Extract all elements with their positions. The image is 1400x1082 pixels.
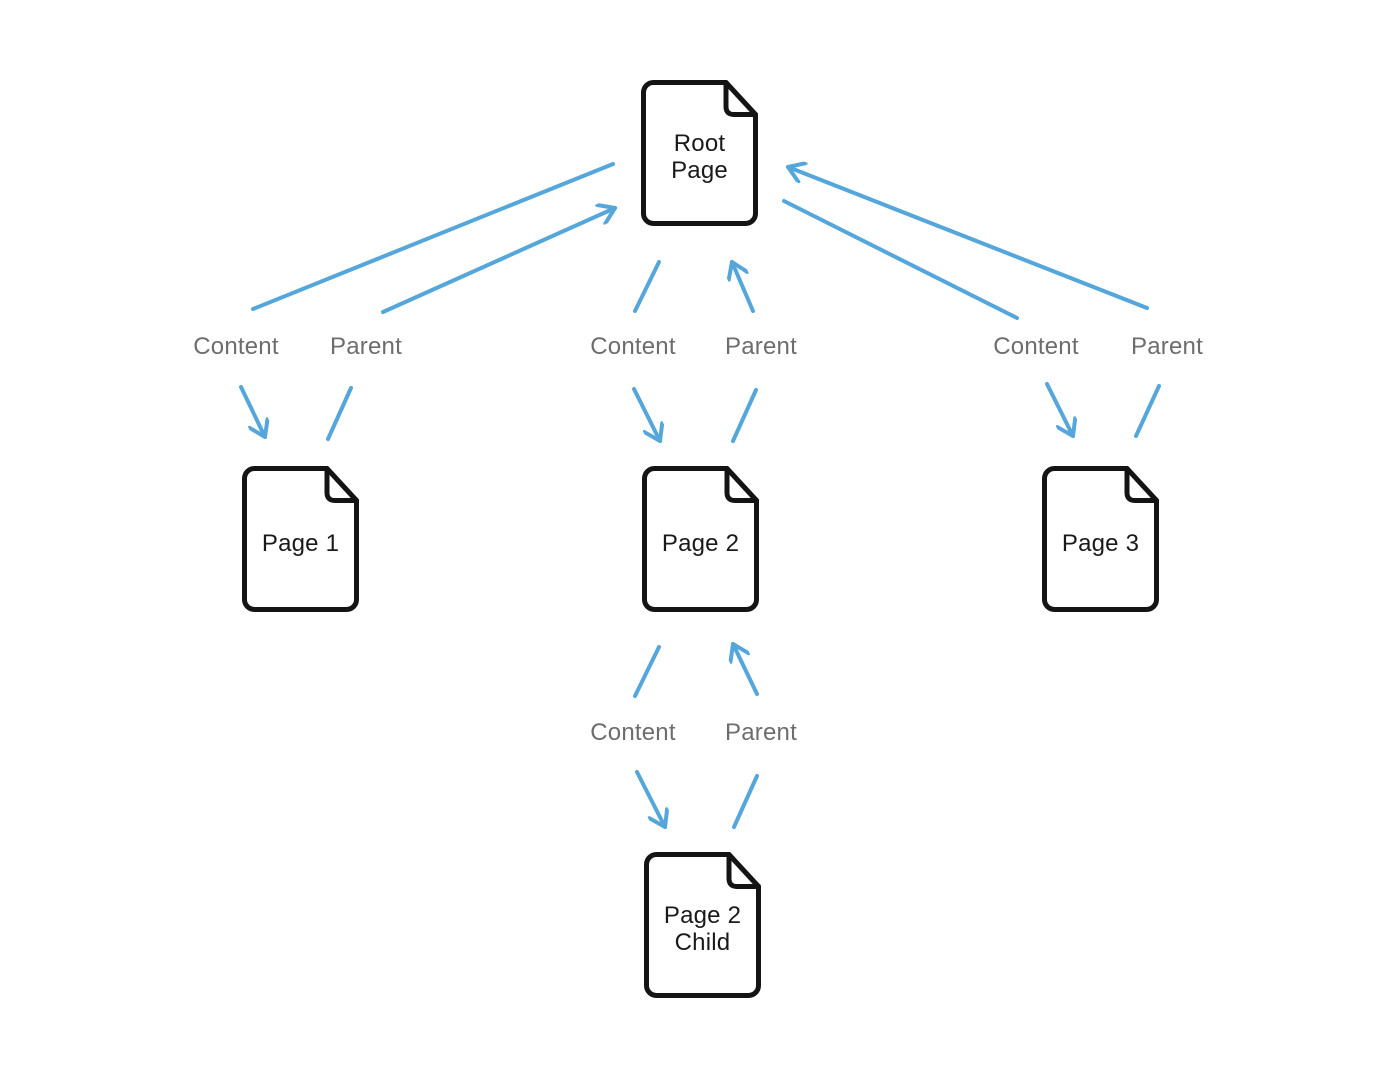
edge-line-content-root-to-page-3-b	[1045, 382, 1073, 438]
edge-label-content-root-to-page-2: Content	[590, 333, 676, 360]
edge-label-content-page-2-to-child: Content	[590, 719, 676, 746]
node-label: Page 1	[242, 466, 359, 612]
edge-line-content-root-to-page-3-a	[782, 199, 1019, 320]
node-label-line: Root	[673, 130, 726, 157]
edge-label-content-root-to-page-1: Content	[193, 333, 279, 360]
edge-line-content-page-2-to-child-b	[635, 770, 665, 829]
edge-line-parent-page-1-to-root-b	[381, 208, 617, 314]
edge-line-content-root-to-page-2-b	[632, 387, 660, 443]
edge-line-parent-child-to-page-2-a	[732, 774, 759, 829]
node-label-line: Child	[674, 929, 731, 956]
edge-line-content-root-to-page-1-a	[251, 162, 615, 311]
edge-line-parent-page-3-to-root-b	[786, 167, 1149, 310]
edge-label-parent-child-to-page-2: Parent	[725, 719, 797, 746]
edge-line-content-root-to-page-1-b	[239, 385, 265, 439]
node-label-line: Page 1	[261, 529, 340, 557]
page-icon	[242, 466, 359, 612]
edge-line-parent-page-3-to-root-a	[1134, 384, 1161, 438]
edge-label-parent-page-1-to-root: Parent	[330, 333, 402, 360]
node-page-2: Page 2	[642, 466, 759, 612]
node-page-1: Page 1	[242, 466, 359, 612]
edge-line-content-page-2-to-child-a	[633, 645, 661, 698]
page-icon	[641, 80, 758, 226]
page-icon	[644, 852, 761, 998]
edge-label-parent-page-3-to-root: Parent	[1131, 333, 1203, 360]
node-page-3: Page 3	[1042, 466, 1159, 612]
node-label: Page 3	[1042, 466, 1159, 612]
page-icon	[642, 466, 759, 612]
edge-line-parent-page-1-to-root-a	[326, 386, 353, 441]
page-icon	[1042, 466, 1159, 612]
node-label-line: Page 2	[661, 529, 740, 557]
edge-line-parent-child-to-page-2-b	[733, 642, 759, 696]
edge-line-parent-page-2-to-root-b	[732, 260, 755, 313]
node-label-line: Page	[671, 157, 728, 184]
node-label: Page 2	[642, 466, 759, 612]
edge-label-content-root-to-page-3: Content	[993, 333, 1079, 360]
edge-line-content-root-to-page-2-a	[633, 260, 661, 313]
node-label-line: Page 3	[1061, 529, 1140, 557]
edge-label-parent-page-2-to-root: Parent	[725, 333, 797, 360]
edge-line-parent-page-2-to-root-a	[731, 388, 758, 443]
node-label-line: Page 2	[663, 902, 742, 929]
